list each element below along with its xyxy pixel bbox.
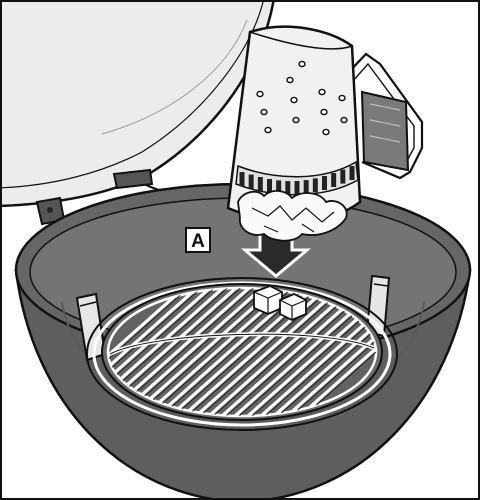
air-hole: [339, 95, 345, 100]
air-hole: [257, 91, 263, 96]
vent-slot: [331, 173, 336, 187]
air-hole: [261, 109, 267, 114]
air-hole: [287, 77, 293, 82]
air-hole: [323, 129, 329, 134]
callout-a: A: [186, 228, 210, 252]
air-hole: [293, 117, 299, 122]
air-hole: [321, 109, 327, 114]
vent-slot: [240, 172, 245, 186]
air-hole: [341, 117, 347, 122]
vent-slot: [295, 181, 300, 195]
vent-slot: [258, 177, 263, 191]
callout-a-label: A: [191, 231, 205, 252]
air-hole: [265, 127, 271, 132]
vent-slot: [313, 178, 318, 192]
vent-slot: [304, 180, 309, 194]
vent-slot: [340, 170, 345, 184]
vent-slot: [350, 166, 355, 180]
air-hole: [299, 61, 305, 66]
air-hole: [291, 97, 297, 102]
vent-slot: [322, 176, 327, 190]
air-hole: [319, 89, 325, 94]
vent-slot: [249, 175, 254, 189]
